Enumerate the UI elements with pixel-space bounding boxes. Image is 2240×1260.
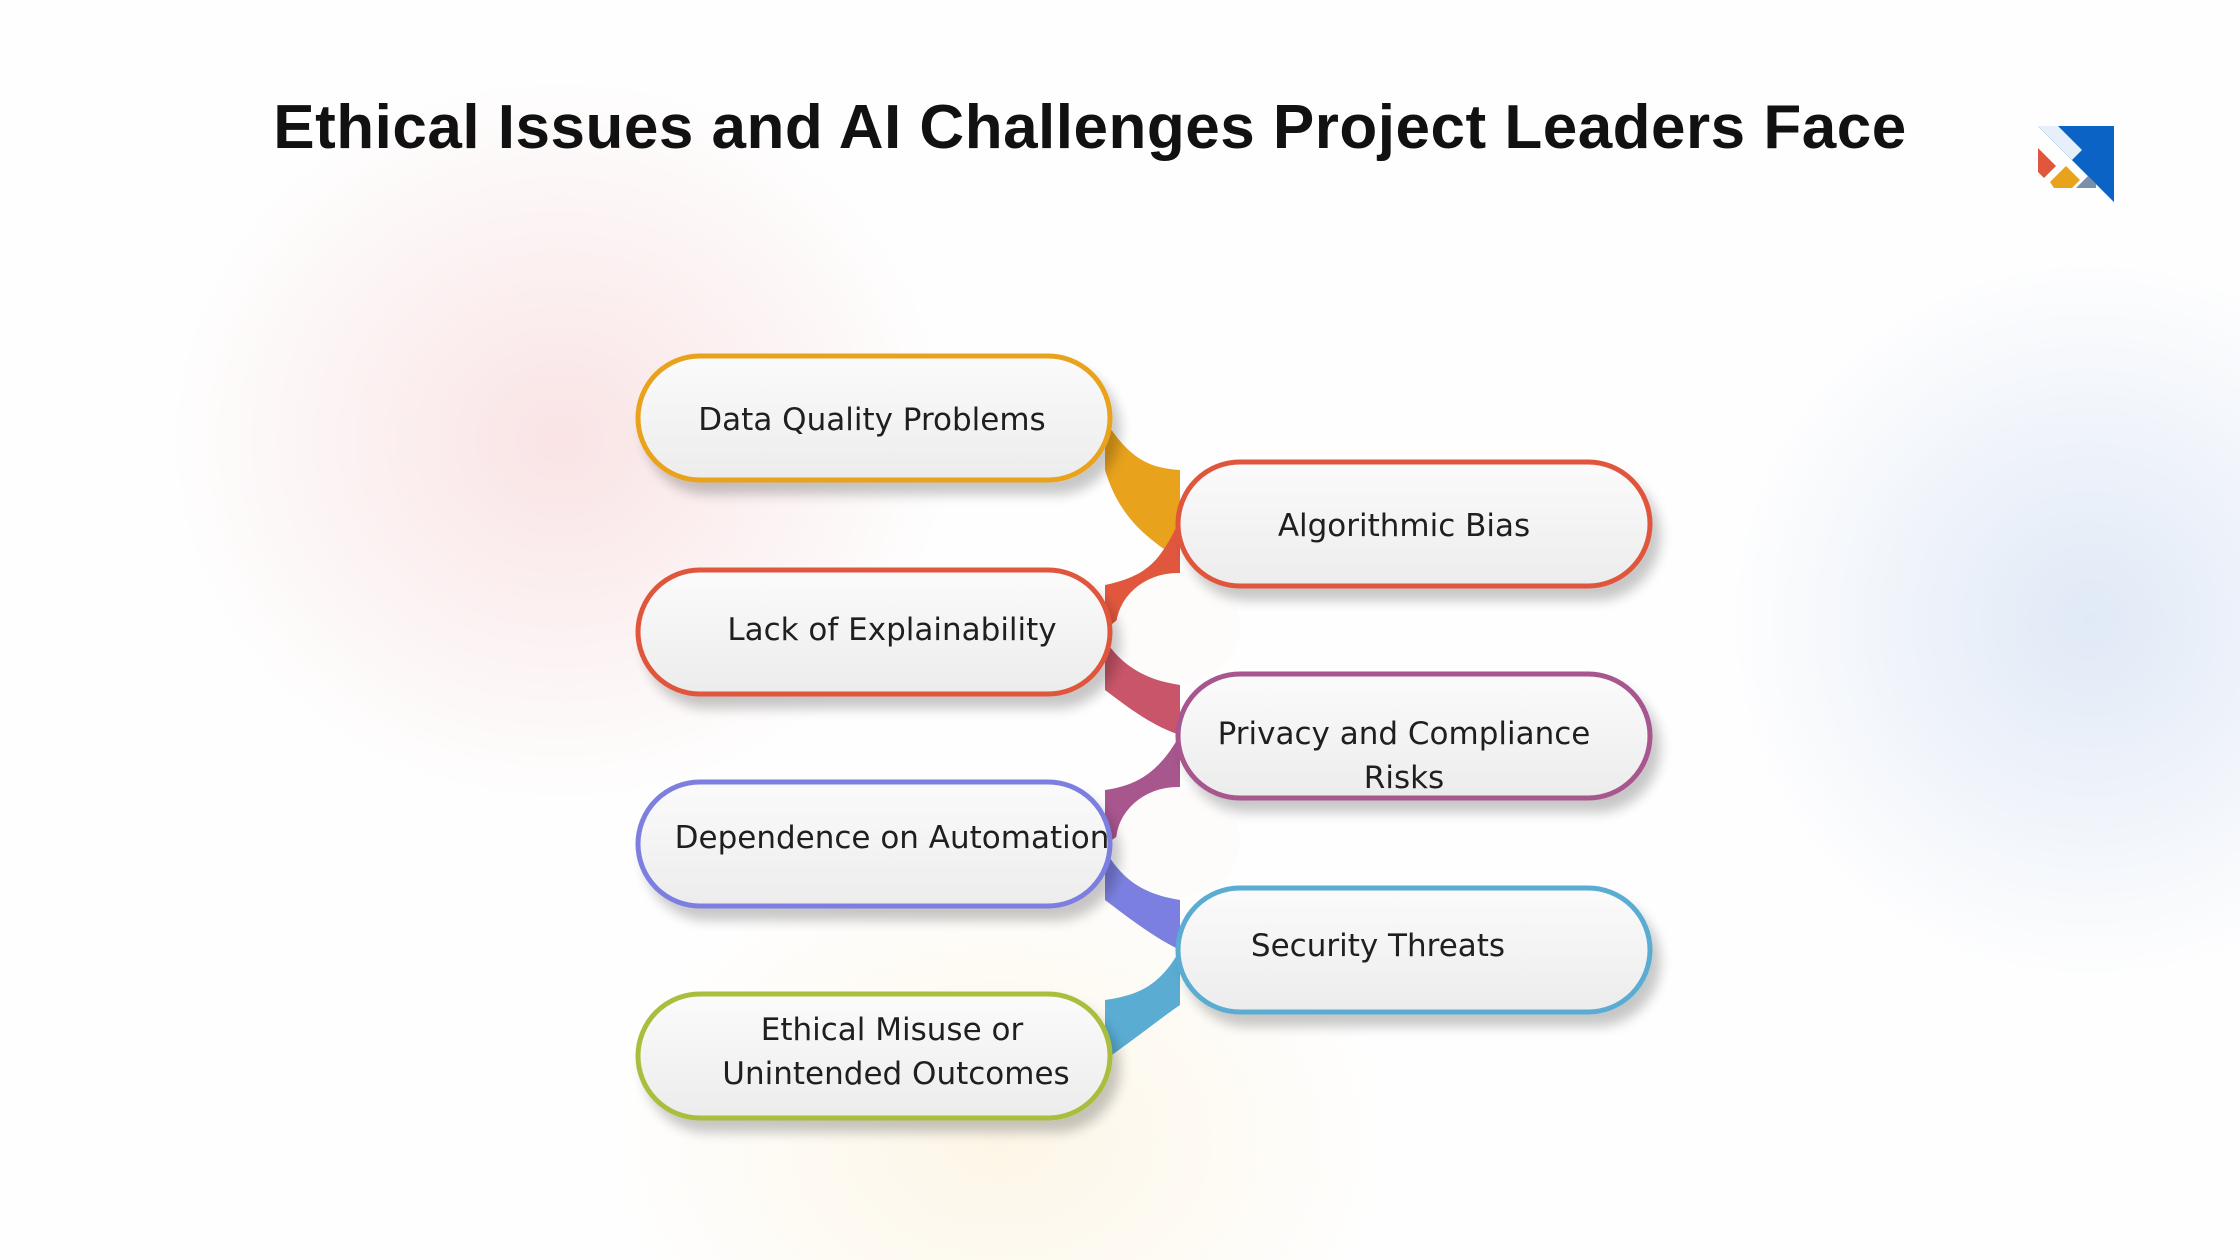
connector-violet	[1105, 850, 1180, 950]
pill-privacy	[1175, 671, 1653, 801]
pill-algorithmic-bias	[1175, 459, 1653, 589]
pill-automation	[635, 779, 1113, 909]
page-title: Ethical Issues and AI Challenges Project…	[273, 93, 1907, 162]
pill-ethical-misuse	[635, 991, 1113, 1121]
connector-red-2	[1105, 640, 1180, 735]
label-ethical-misuse-line1: Ethical Misuse or	[760, 1012, 1024, 1048]
label-explainability: Lack of Explainability	[727, 612, 1057, 648]
label-privacy: Privacy and Compliance Risks	[1217, 716, 1591, 796]
connector-shapes	[1105, 420, 1240, 1060]
brand-logo-icon	[2038, 126, 2114, 202]
connector-gold	[1105, 420, 1180, 560]
pill-explainability	[635, 567, 1113, 697]
label-ethical-misuse-line2: Unintended Outcomes	[722, 1056, 1070, 1092]
label-automation: Dependence on Automation	[674, 820, 1110, 856]
label-data-quality: Data Quality Problems	[698, 402, 1046, 438]
pill-security	[1175, 885, 1653, 1015]
connector-sky	[1105, 950, 1180, 1060]
pill-data-quality	[635, 353, 1113, 483]
label-security: Security Threats	[1250, 928, 1506, 964]
label-algorithmic-bias: Algorithmic Bias	[1277, 508, 1531, 544]
